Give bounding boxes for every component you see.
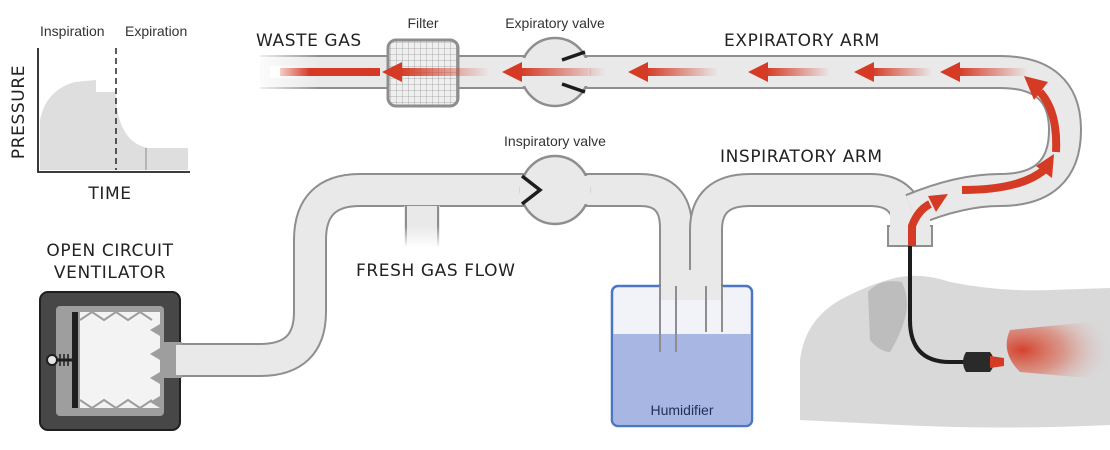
flow-arrows [270,62,1061,246]
piston-plate [72,312,78,408]
open-circuit-ventilator: OPEN CIRCUIT VENTILATOR [39,241,184,431]
ventilator-label-line1: OPEN CIRCUIT [46,241,173,261]
fresh-gas-flow-label: FRESH GAS FLOW [356,261,516,281]
flow-arrow [270,66,380,78]
connector-tube [908,246,972,364]
patient-silhouette [800,275,1110,428]
expiratory-arm-label: EXPIRATORY ARM [724,31,880,51]
flow-arrow [628,62,718,82]
flow-arrow-curve [908,194,948,246]
humidifier-label: Humidifier [650,402,713,418]
waste-gas-label: WASTE GAS [256,31,362,51]
ventilator-label-line2: VENTILATOR [54,263,166,283]
breathing-mask [868,281,907,352]
flow-arrow [382,62,490,82]
bellows [80,312,160,408]
flow-arrow [748,62,830,82]
pressure-graph: Inspiration Expiration PRESSURE TIME [9,23,190,204]
inspiratory-tube [180,175,691,375]
inspiratory-arm-label: INSPIRATORY ARM [720,147,883,167]
humidifier: Humidifier [610,270,754,428]
flow-arrow [940,62,1028,82]
inspiratory-arm [691,175,925,350]
inspiratory-valve-label: Inspiratory valve [504,133,606,149]
filter: Filter [386,15,460,108]
graph-ylabel: PRESSURE [9,65,29,159]
flow-arrow-curve [1024,76,1061,153]
pressure-curve-area [40,80,188,170]
connector-fitting [963,352,994,372]
graph-label-expiration: Expiration [125,23,187,39]
inspiratory-valve: Inspiratory valve [504,133,606,226]
graph-xlabel: TIME [87,184,131,204]
flow-arrow [854,62,932,82]
patient-connector [908,246,1004,372]
expiratory-valve-flap-bottom [561,82,586,94]
expiratory-valve-flap-top [561,50,586,62]
filter-label: Filter [407,15,438,31]
expiratory-valve-label: Expiratory valve [505,15,605,31]
flow-arrow [502,62,606,82]
flow-arrow-curve [961,154,1054,194]
piston-knob [46,354,58,366]
endotracheal-tip [990,356,1004,368]
humidifier-water [613,334,751,425]
graph-label-inspiration: Inspiration [40,23,105,39]
inspiratory-valve-flap [520,174,543,206]
graph-axes [37,48,190,173]
lungs [1006,320,1110,380]
